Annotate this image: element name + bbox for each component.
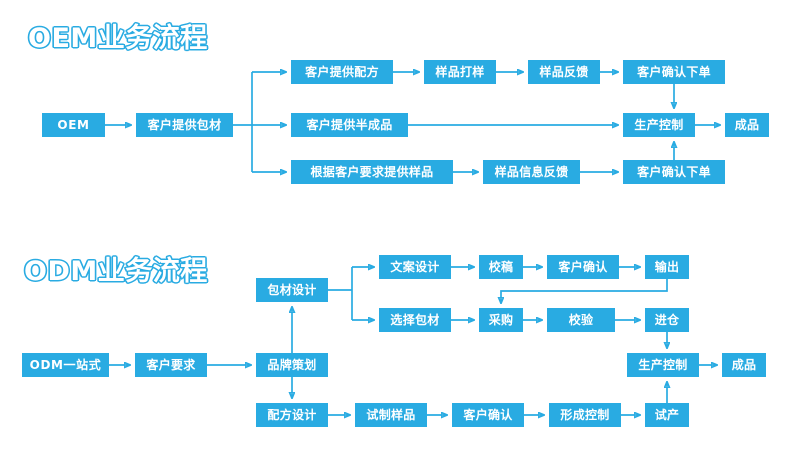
- node-odm_copy[interactable]: 文案设计: [379, 255, 451, 279]
- node-oem_semi[interactable]: 客户提供半成品: [291, 113, 408, 137]
- node-oem_start[interactable]: OEM: [42, 113, 105, 137]
- node-oem_info_back[interactable]: 样品信息反馈: [483, 160, 580, 184]
- odm-section-title: ODM业务流程: [23, 255, 208, 288]
- node-odm_brand[interactable]: 品牌策划: [256, 353, 328, 377]
- node-oem_product[interactable]: 成品: [725, 113, 769, 137]
- node-oem_req_sample[interactable]: 根据客户要求提供样品: [291, 160, 453, 184]
- node-odm_choose[interactable]: 选择包材: [379, 308, 451, 332]
- node-odm_confirm_1[interactable]: 客户确认: [547, 255, 619, 279]
- node-odm_start[interactable]: ODM一站式: [22, 353, 109, 377]
- node-oem_sample[interactable]: 样品打样: [424, 60, 496, 84]
- node-odm_product[interactable]: 成品: [722, 353, 766, 377]
- node-oem_control[interactable]: 生产控制: [623, 113, 695, 137]
- node-odm_output[interactable]: 输出: [645, 255, 689, 279]
- node-oem_formula[interactable]: 客户提供配方: [291, 60, 393, 84]
- oem-section-title: OEM业务流程: [27, 22, 208, 55]
- node-odm_formula[interactable]: 配方设计: [256, 403, 328, 427]
- node-odm_purchase[interactable]: 采购: [479, 308, 523, 332]
- node-oem_feedback[interactable]: 样品反馈: [528, 60, 600, 84]
- node-oem_pack[interactable]: 客户提供包材: [136, 113, 233, 137]
- node-odm_pilot[interactable]: 试产: [645, 403, 689, 427]
- node-odm_form_ctrl[interactable]: 形成控制: [549, 403, 621, 427]
- node-odm_storage[interactable]: 进仓: [645, 308, 689, 332]
- node-odm_req[interactable]: 客户要求: [135, 353, 207, 377]
- node-odm_proof[interactable]: 校稿: [479, 255, 523, 279]
- node-odm_confirm_2[interactable]: 客户确认: [452, 403, 524, 427]
- node-odm_control[interactable]: 生产控制: [627, 353, 699, 377]
- node-odm_check[interactable]: 校验: [547, 308, 615, 332]
- node-odm_packdsgn[interactable]: 包材设计: [256, 278, 328, 302]
- node-oem_confirm_1[interactable]: 客户确认下单: [623, 60, 725, 84]
- node-oem_confirm_2[interactable]: 客户确认下单: [623, 160, 725, 184]
- node-odm_trial[interactable]: 试制样品: [355, 403, 427, 427]
